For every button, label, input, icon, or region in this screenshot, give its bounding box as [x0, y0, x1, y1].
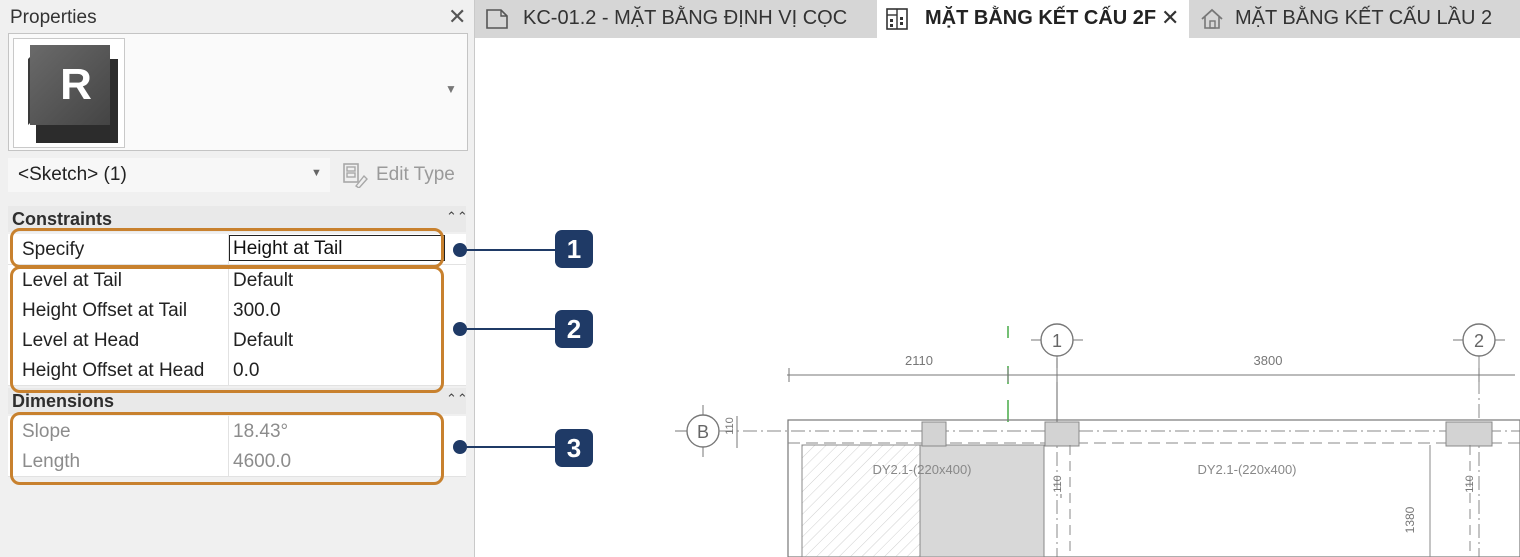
prop-name: Length	[22, 451, 81, 472]
prop-row-height-offset-at-tail[interactable]: Height Offset at Tail 300.0	[8, 295, 466, 326]
svg-text:B: B	[697, 422, 709, 442]
tab-mat-bang-ket-cau-lau-2[interactable]: MẶT BẰNG KẾT CẤU LẦU 2	[1191, 0, 1520, 38]
svg-text:R: R	[60, 60, 92, 109]
prop-name: Height Offset at Head	[22, 360, 205, 381]
prop-row-level-at-tail[interactable]: Level at Tail Default	[8, 265, 466, 296]
tab-label: MẶT BẰNG KẾT CẤU LẦU 2	[1235, 7, 1493, 29]
grid-bubble-b[interactable]: B	[686, 414, 720, 448]
structural-plan-drawing[interactable]: 1 2 2110 3800 B 110	[475, 38, 1520, 557]
group-header-constraints[interactable]: Constraints ⌃⌃	[8, 206, 468, 232]
callout-badge-2: 2	[555, 310, 593, 348]
revit-logo-thumbnail: R	[13, 38, 125, 148]
prop-name: Level at Head	[22, 330, 140, 351]
prop-row-level-at-head[interactable]: Level at Head Default	[8, 325, 466, 356]
svg-text:2: 2	[1474, 331, 1484, 351]
tab-kc-01-2[interactable]: KC-01.2 - MẶT BẰNG ĐỊNH VỊ CỌC	[475, 0, 875, 38]
svg-text:110: 110	[1052, 475, 1064, 493]
callout-badge-3: 3	[555, 429, 593, 467]
collapse-icon[interactable]: ⌃⌃	[446, 391, 468, 406]
svg-text:110: 110	[724, 417, 736, 435]
svg-text:DY2.1-(220x400): DY2.1-(220x400)	[873, 462, 972, 477]
prop-name: Height Offset at Tail	[22, 300, 188, 321]
group-header-dimensions[interactable]: Dimensions ⌃⌃	[8, 388, 468, 414]
edit-type-icon	[343, 163, 368, 188]
prop-value: 4600.0	[233, 451, 292, 472]
grid-bubble-1[interactable]: 1	[1040, 323, 1074, 357]
prop-name: Specify	[22, 239, 85, 260]
svg-text:2110: 2110	[905, 353, 933, 368]
leader-line-2	[460, 328, 556, 330]
instance-filter-dropdown[interactable]: <Sketch> (1) ▼	[8, 158, 330, 192]
type-preview-box[interactable]: R ▼	[8, 33, 468, 151]
view-tab-bar: KC-01.2 - MẶT BẰNG ĐỊNH VỊ CỌC MẶT BẰNG …	[475, 0, 1520, 38]
close-icon[interactable]: ✕	[1161, 5, 1180, 30]
prop-name: Level at Tail	[22, 270, 122, 291]
prop-value[interactable]: 0.0	[233, 360, 260, 381]
svg-text:1380: 1380	[1403, 506, 1417, 533]
properties-header: Properties ✕	[0, 0, 474, 36]
leader-line-1	[460, 249, 556, 251]
edit-type-label: Edit Type	[376, 164, 455, 185]
properties-empty-area	[8, 478, 466, 557]
callout-badge-1: 1	[555, 230, 593, 268]
svg-text:110: 110	[1464, 475, 1476, 493]
prop-value: 18.43°	[233, 421, 289, 442]
instance-filter-value: <Sketch> (1)	[18, 164, 127, 185]
collapse-icon[interactable]: ⌃⌃	[446, 209, 468, 224]
properties-title: Properties	[10, 7, 97, 28]
svg-text:3800: 3800	[1254, 353, 1283, 368]
tab-mat-bang-ket-cau-2f[interactable]: MẶT BẰNG KẾT CẤU 2F ✕	[877, 0, 1189, 38]
tab-label: KC-01.2 - MẶT BẰNG ĐỊNH VỊ CỌC	[523, 7, 848, 29]
prop-value[interactable]: Default	[233, 270, 294, 291]
tab-label: MẶT BẰNG KẾT CẤU 2F	[925, 7, 1157, 29]
prop-value[interactable]: 300.0	[233, 300, 281, 321]
svg-text:DY2.1-(220x400): DY2.1-(220x400)	[1198, 462, 1297, 477]
floor-plan-icon	[886, 8, 908, 30]
prop-row-height-offset-at-head[interactable]: Height Offset at Head 0.0	[8, 355, 466, 386]
properties-panel: Properties ✕ R ▼ <Sketch> (1) ▼	[0, 0, 475, 557]
drawing-canvas[interactable]: 1 2 2110 3800 B 110	[475, 38, 1520, 557]
prop-row-slope: Slope 18.43°	[8, 416, 466, 447]
leader-line-3	[460, 446, 556, 448]
prop-row-specify[interactable]: Specify Height at Tail	[8, 234, 466, 265]
group-label-dimensions: Dimensions	[12, 391, 115, 411]
chevron-down-icon: ▼	[311, 167, 322, 179]
group-label-constraints: Constraints	[12, 209, 113, 229]
grid-bubble-2[interactable]: 2	[1462, 323, 1496, 357]
prop-value[interactable]: Default	[233, 330, 294, 351]
specify-dropdown-field[interactable]: Height at Tail	[229, 235, 445, 261]
close-icon[interactable]: ✕	[448, 4, 467, 29]
sheet-icon	[486, 9, 508, 29]
prop-value: Height at Tail	[233, 238, 343, 259]
edit-type-button[interactable]: Edit Type	[338, 158, 466, 192]
house-icon	[1201, 8, 1223, 29]
chevron-down-icon[interactable]: ▼	[445, 82, 457, 96]
revit-logo-icon: R	[28, 45, 118, 143]
svg-text:1: 1	[1052, 331, 1062, 351]
prop-row-length: Length 4600.0	[8, 446, 466, 477]
prop-name: Slope	[22, 421, 71, 442]
